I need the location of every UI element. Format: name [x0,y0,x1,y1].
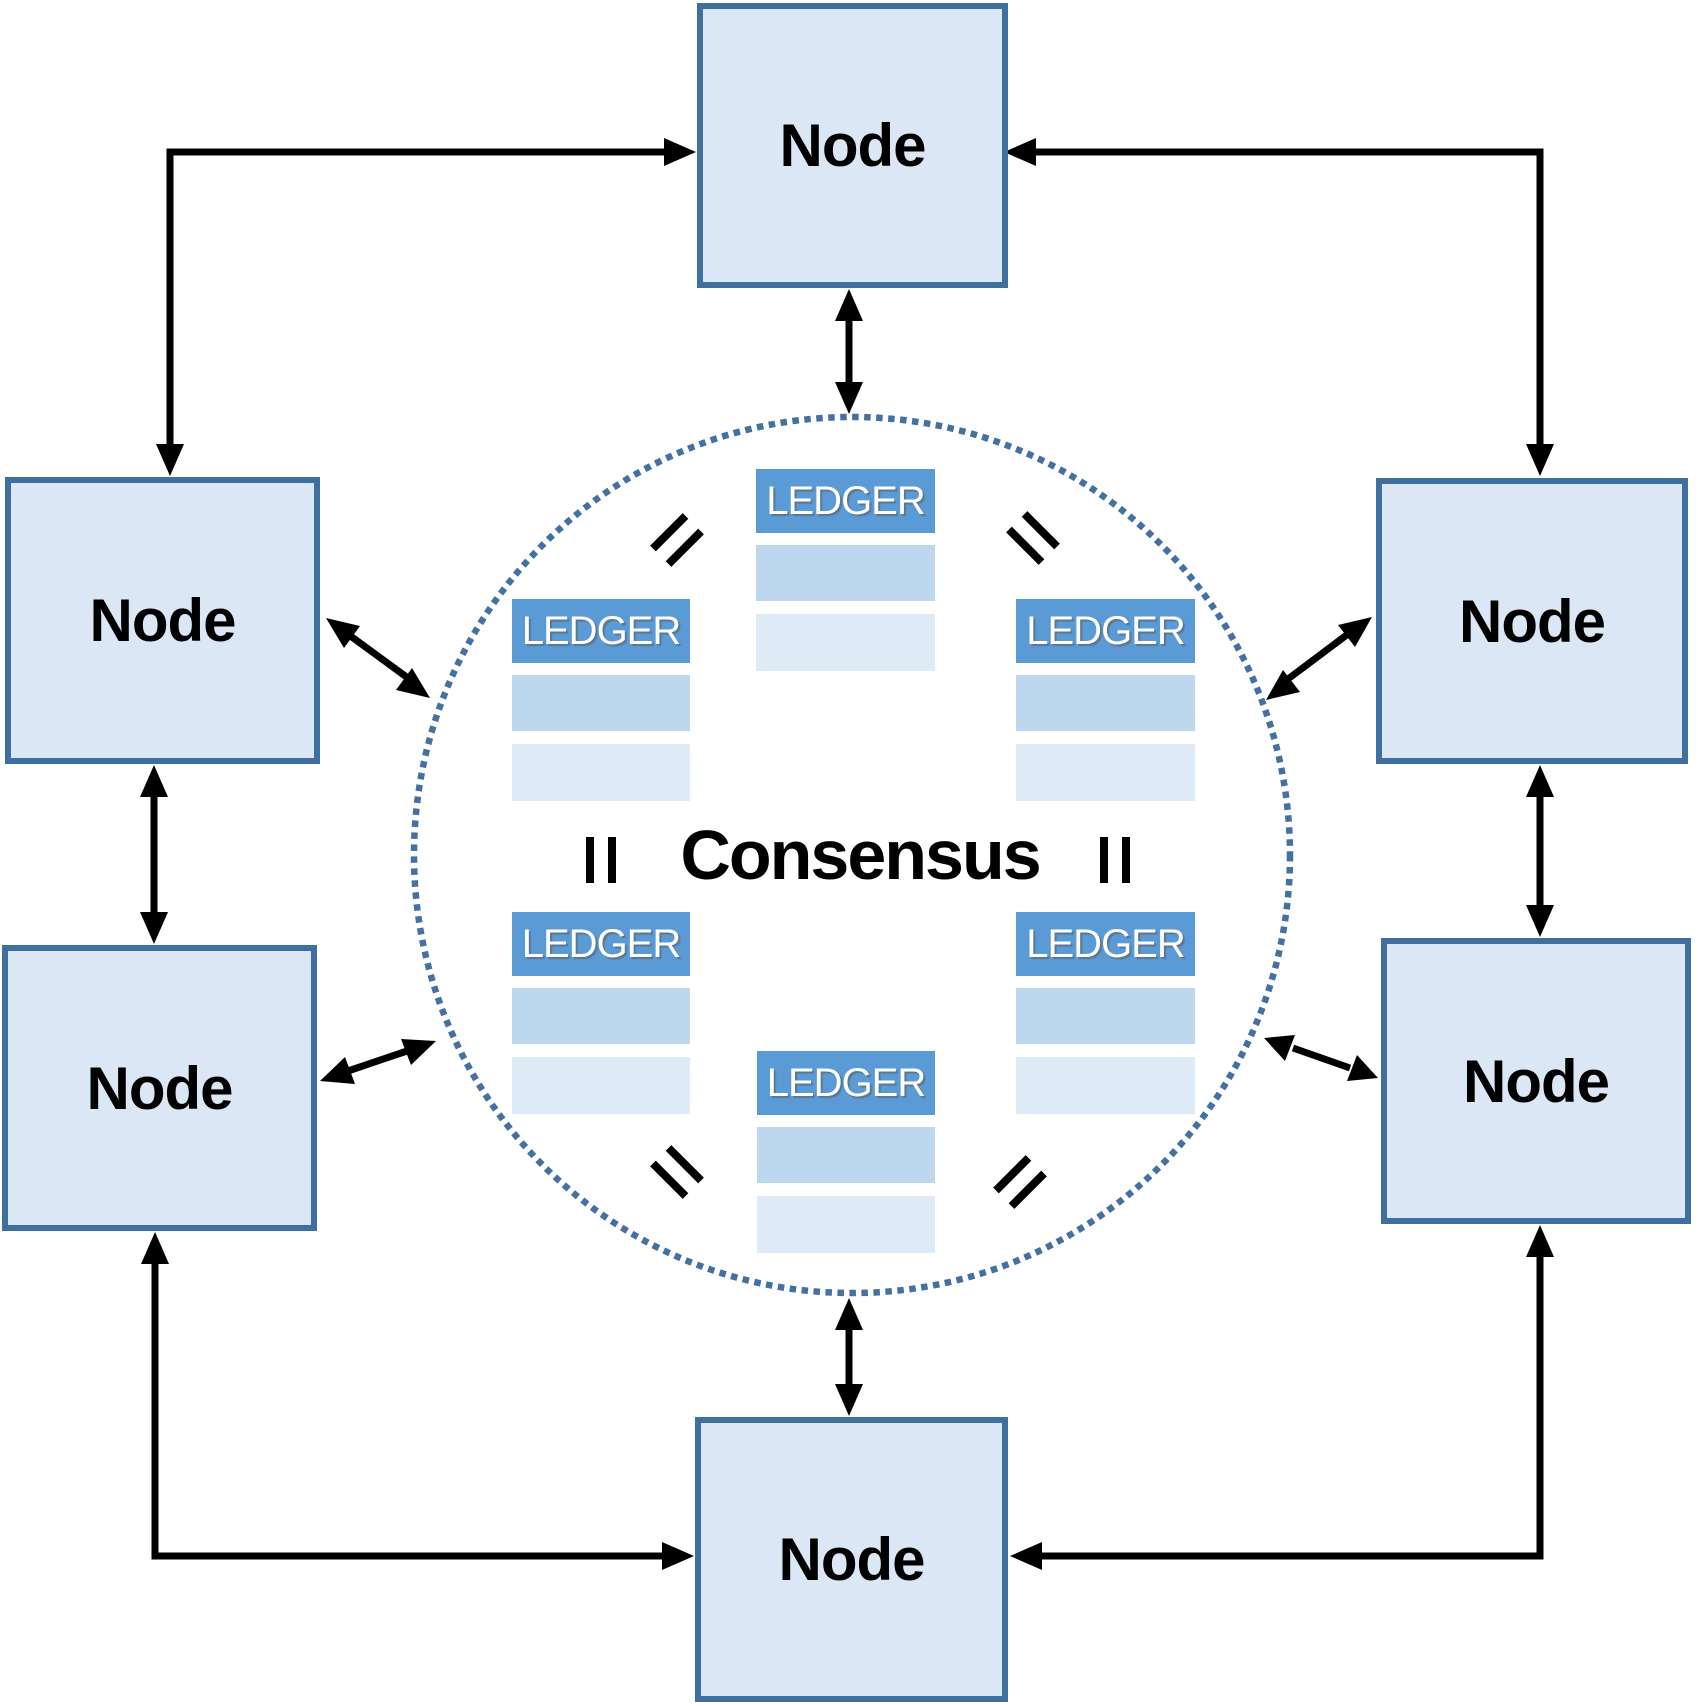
equals-mark-mid-left [586,837,616,883]
node-box-upper-left: Node [5,477,320,764]
arrow-upper-left-node-circle [326,618,430,698]
ledger-header: LEDGER [1016,599,1195,663]
ledger-table-lower-left: LEDGER [512,912,690,1114]
connector-bottom-left-corner [141,1232,694,1570]
node-label: Node [86,1054,234,1122]
ledger-row [1016,744,1195,801]
ledger-table-upper-left: LEDGER [512,599,690,801]
ledger-row [512,1057,690,1114]
ledger-row [756,545,935,601]
connector-top-left-corner [156,138,696,476]
ledger-table-top: LEDGER [756,469,935,671]
node-box-upper-right: Node [1376,478,1688,764]
arrow-right-nodes [1526,765,1554,937]
node-label: Node [89,587,237,654]
arrow-bottom-node-circle [835,1298,863,1416]
ledger-row [757,1196,935,1253]
node-label: Node [778,1526,926,1593]
node-box-top: Node [697,3,1008,288]
consensus-label: Consensus [680,816,1041,894]
ledger-row [1016,1057,1195,1114]
ledger-header: LEDGER [757,1051,935,1115]
ledger-table-bottom: LEDGER [757,1051,935,1253]
arrow-top-node-circle [835,289,863,414]
node-box-lower-left: Node [2,945,317,1231]
node-label: Node [1459,587,1606,655]
node-label: Node [1463,1047,1610,1115]
ledger-table-lower-right: LEDGER [1016,912,1195,1114]
ledger-row [757,1127,935,1183]
ledger-row [1016,675,1195,731]
ledger-row [756,614,935,671]
arrow-lower-right-node-circle [1264,1035,1378,1081]
node-box-bottom: Node [695,1417,1008,1702]
equals-mark-mid-right [1100,837,1130,883]
ledger-row [512,675,690,731]
ledger-header: LEDGER [756,469,935,533]
arrow-upper-right-node-circle [1266,617,1372,700]
arrow-left-nodes [140,765,168,944]
ledger-header: LEDGER [512,599,690,663]
connector-top-right-corner [1004,138,1554,476]
consensus-dotted-circle [410,413,1294,1297]
ledger-row [512,744,690,801]
ledger-header: LEDGER [1016,912,1195,976]
arrow-lower-left-node-circle [320,1039,436,1084]
node-label: Node [779,112,927,179]
node-box-lower-right: Node [1381,938,1691,1224]
ledger-row [512,988,690,1044]
ledger-table-upper-right: LEDGER [1016,599,1195,801]
connector-bottom-right-corner [1010,1225,1554,1570]
ledger-row [1016,988,1195,1044]
ledger-header: LEDGER [512,912,690,976]
